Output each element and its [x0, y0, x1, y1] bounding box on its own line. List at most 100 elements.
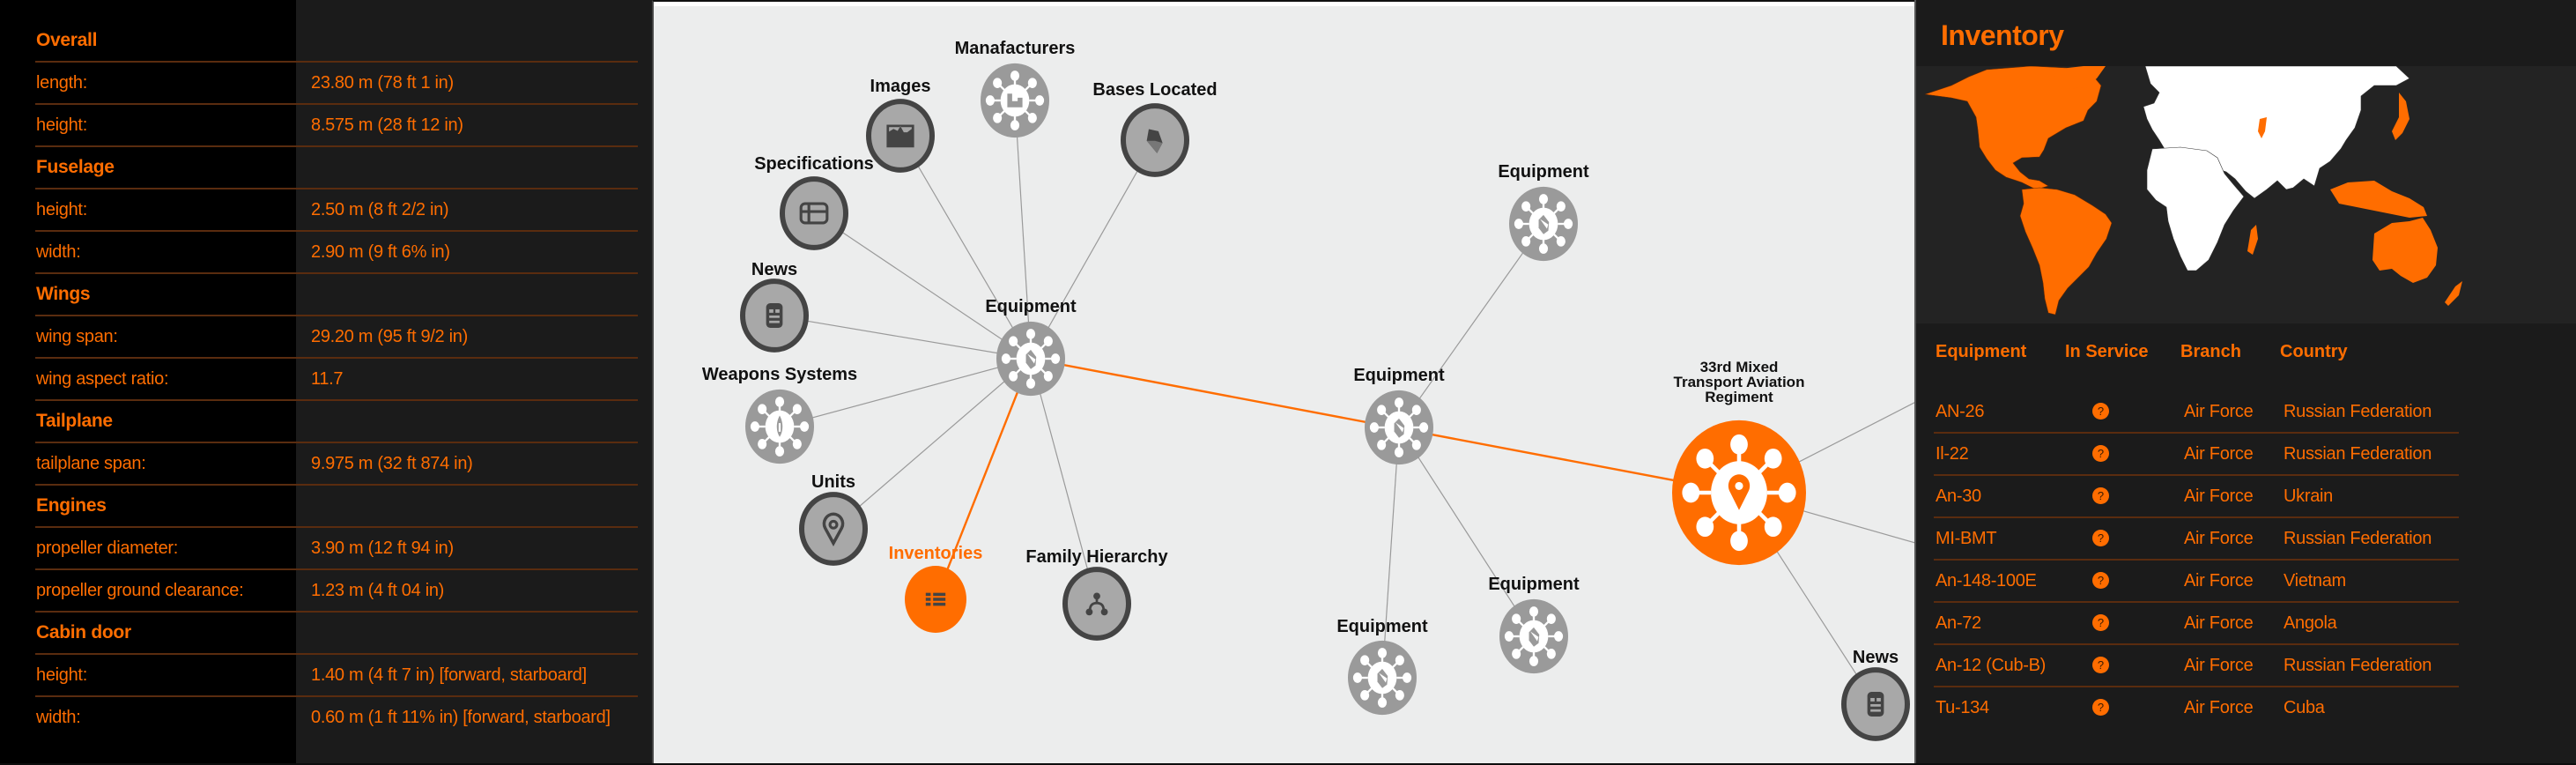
graph-edge — [1030, 358, 1098, 605]
map-region-madagascar[interactable] — [2247, 225, 2258, 255]
graph-node-weapons[interactable] — [745, 389, 814, 464]
map-region-caspian[interactable] — [2258, 117, 2267, 138]
spec-value: 1.23 m (4 ft 04 in) — [311, 581, 445, 600]
graph-edge — [1381, 427, 1400, 679]
graph-edge — [779, 358, 1032, 427]
aircraft-icon — [1529, 627, 1540, 647]
spec-row: width:2.90 m (9 ft 6% in) — [35, 232, 638, 274]
cell-equipment[interactable]: MI-BMT — [1936, 529, 1997, 548]
spec-value: 2.90 m (9 ft 6% in) — [311, 242, 450, 262]
help-question-icon[interactable]: ? — [2092, 530, 2109, 546]
cell-equipment[interactable]: An-148-100E — [1936, 571, 2037, 590]
column-header-in-service[interactable]: In Service — [2065, 342, 2149, 361]
graph-edge — [899, 135, 1032, 360]
spec-label: propeller ground clearance: — [36, 581, 244, 600]
node-label: Equipment — [1498, 162, 1589, 182]
graph-node-family[interactable] — [1062, 567, 1131, 641]
map-region-south-america[interactable] — [2019, 187, 2113, 316]
graph-node-equip_b2[interactable] — [1499, 598, 1568, 674]
spec-section-header: Cabin door — [35, 613, 638, 655]
inventory-panel: Inventory Equipment In Se — [1914, 0, 2576, 763]
graph-node-inventories[interactable] — [905, 566, 966, 633]
graph-node-news2[interactable] — [1841, 667, 1910, 741]
cell-country: Russian Federation — [2284, 402, 2432, 421]
graph-edge — [1014, 100, 1032, 360]
cell-country: Vietnam — [2284, 571, 2346, 590]
map-region-southeast-asia[interactable] — [2330, 181, 2427, 218]
node-label: Transport Aviation — [1674, 374, 1805, 390]
spec-value: 0.60 m (1 ft 11% in) [forward, starboard… — [311, 708, 611, 727]
cell-equipment[interactable]: An-72 — [1936, 613, 1981, 633]
column-header-country[interactable]: Country — [2280, 342, 2348, 361]
help-question-icon[interactable]: ? — [2092, 699, 2109, 716]
help-question-icon[interactable]: ? — [2092, 614, 2109, 631]
graph-node-hub2[interactable] — [1365, 390, 1433, 465]
map-region-eurasia[interactable] — [2143, 65, 2410, 199]
aircraft-icon — [1025, 349, 1037, 369]
column-header-equipment[interactable]: Equipment — [1936, 342, 2027, 361]
graph-node-bases[interactable] — [1121, 103, 1189, 177]
location-pin-icon — [822, 512, 845, 547]
graph-node-hub1[interactable] — [996, 321, 1065, 397]
image-icon — [886, 124, 914, 148]
spec-row: width: 0.60 m (1 ft 11% in) [forward, sta… — [35, 697, 638, 739]
help-question-icon[interactable]: ? — [2092, 657, 2109, 673]
graph-node-specifications[interactable] — [780, 176, 848, 250]
spec-section-title: Cabin door — [36, 622, 131, 642]
spec-section-header: Overall — [35, 20, 638, 63]
map-region-africa[interactable] — [2146, 146, 2245, 271]
map-region-japan[interactable] — [2392, 93, 2409, 140]
map-region-new-zealand[interactable] — [2445, 281, 2462, 306]
graph-node-equip_b1[interactable] — [1348, 640, 1417, 716]
node-label: News — [1853, 648, 1899, 667]
graph-node-units[interactable] — [799, 492, 868, 566]
help-question-icon[interactable]: ? — [2092, 487, 2109, 504]
spec-section-title: Tailplane — [36, 411, 113, 431]
cell-equipment[interactable]: AN-26 — [1936, 402, 1985, 421]
graph-edge — [1030, 139, 1156, 360]
spec-value: 29.20 m (95 ft 9/2 in) — [311, 327, 468, 346]
spec-label: wing aspect ratio: — [36, 369, 169, 389]
help-question-icon[interactable]: ? — [2092, 403, 2109, 420]
cell-branch: Air Force — [2184, 486, 2254, 506]
graph-node-equip_top[interactable] — [1509, 186, 1578, 262]
map-region-australia[interactable] — [2372, 218, 2438, 283]
help-question-icon[interactable]: ? — [2092, 445, 2109, 462]
graph-node-news1[interactable] — [740, 279, 809, 353]
spec-label: tailplane span: — [36, 454, 146, 473]
spec-label: width: — [36, 708, 81, 727]
graph-node-manufacturers[interactable] — [981, 63, 1049, 138]
graph-edge — [813, 212, 1032, 360]
node-label: Inventories — [889, 544, 983, 563]
list-icon — [925, 592, 946, 606]
node-label: Regiment — [1705, 389, 1773, 405]
cell-equipment[interactable]: Tu-134 — [1936, 698, 1989, 717]
help-question-icon[interactable]: ? — [2092, 572, 2109, 589]
world-map[interactable] — [1916, 65, 2576, 323]
factory-icon — [1007, 93, 1023, 108]
cell-equipment[interactable]: Il-22 — [1936, 444, 1969, 464]
graph-top-strip — [654, 2, 1914, 6]
node-label: Equipment — [1353, 366, 1445, 385]
cell-equipment[interactable]: An-12 (Cub-B) — [1936, 656, 2047, 675]
spec-value: 8.575 m (28 ft 12 in) — [311, 115, 463, 135]
column-header-branch[interactable]: Branch — [2180, 342, 2241, 361]
node-label: Weapons Systems — [702, 365, 857, 384]
cell-equipment[interactable]: An-30 — [1936, 486, 1981, 506]
map-region-greenland[interactable] — [2053, 66, 2106, 89]
graph-node-images[interactable] — [866, 99, 935, 173]
spec-row: propeller diameter:3.90 m (12 ft 94 in) — [35, 528, 638, 570]
graph-node-regiment[interactable] — [1672, 420, 1806, 566]
